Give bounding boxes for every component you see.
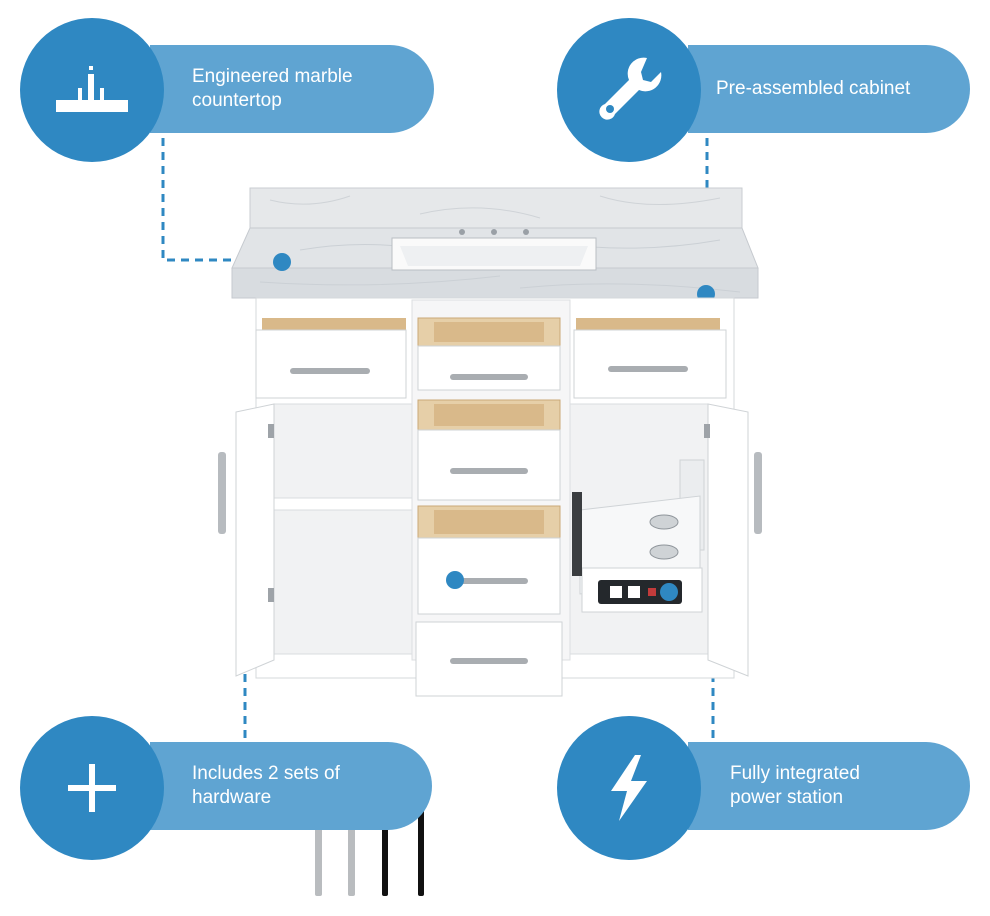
feature-cabinet-pill: Pre-assembled cabinet: [688, 45, 970, 133]
door-left: [218, 403, 275, 677]
feature-hardware-pill: Includes 2 sets of hardware: [150, 742, 432, 830]
plus-icon-circle: [20, 716, 164, 860]
drawer-top-left: [255, 318, 407, 399]
lightning-icon-circle: [557, 716, 701, 860]
feature-power-pill: Fully integrated power station: [688, 742, 970, 830]
drawer-center-2: [417, 399, 561, 501]
feature-countertop-pill: Engineered marble countertop: [150, 45, 434, 133]
drawer-center-4: [415, 621, 563, 697]
drawer-top-right: [573, 318, 727, 399]
feature-countertop-label: Engineered marble countertop: [192, 66, 353, 111]
door-right: [704, 403, 762, 677]
callout-dot-countertop: [273, 253, 291, 271]
power-station: [572, 459, 705, 613]
callout-dot-power: [660, 583, 678, 601]
countertop-icon: [56, 66, 128, 112]
countertop-icon-circle: [20, 18, 164, 162]
plus-icon: [68, 764, 116, 812]
countertop: [231, 227, 759, 299]
drawer-center-3: [417, 505, 561, 615]
wrench-icon: [599, 57, 662, 120]
backsplash: [249, 187, 743, 229]
drawer-center-1: [417, 317, 561, 391]
feature-hardware-label: Includes 2 sets of hardware: [192, 763, 340, 808]
wrench-icon-circle: [557, 18, 701, 162]
callout-dot-hardware: [446, 571, 464, 589]
feature-power-label: Fully integrated power station: [730, 763, 860, 808]
lightning-icon: [611, 755, 647, 821]
feature-cabinet-label: Pre-assembled cabinet: [716, 78, 911, 99]
